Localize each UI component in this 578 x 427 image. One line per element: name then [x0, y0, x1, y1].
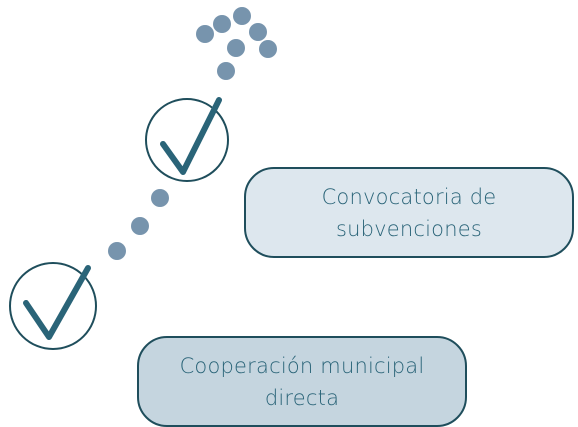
check-circle-outline	[9, 262, 97, 350]
box-cooperacion-municipal: Cooperación municipal directa	[137, 336, 467, 427]
decorative-dot	[131, 217, 149, 235]
decorative-dot	[233, 7, 251, 25]
box-subvenciones-line2: subvenciones	[335, 216, 483, 241]
decorative-dot	[217, 62, 235, 80]
check-circle-upper	[145, 97, 229, 182]
decorative-dot	[196, 25, 214, 43]
decorative-dot	[259, 40, 277, 58]
box-cooperacion-line2: directa	[264, 385, 340, 410]
decorative-dot	[227, 39, 245, 57]
dot-trail-middle	[108, 189, 169, 260]
box-convocatoria-subvenciones: Convocatoria de subvenciones	[244, 167, 574, 258]
decorative-dot	[108, 242, 126, 260]
decorative-dot	[151, 189, 169, 207]
box-cooperacion-line1: Cooperación municipal	[179, 353, 425, 378]
dot-cluster-top	[196, 7, 277, 80]
box-subvenciones-line1: Convocatoria de	[321, 184, 497, 209]
decorative-dot	[249, 23, 267, 41]
checkmark-icon	[23, 265, 91, 340]
checkmark-icon	[160, 97, 222, 175]
check-circle-lower	[9, 262, 97, 350]
decorative-dot	[213, 15, 231, 33]
